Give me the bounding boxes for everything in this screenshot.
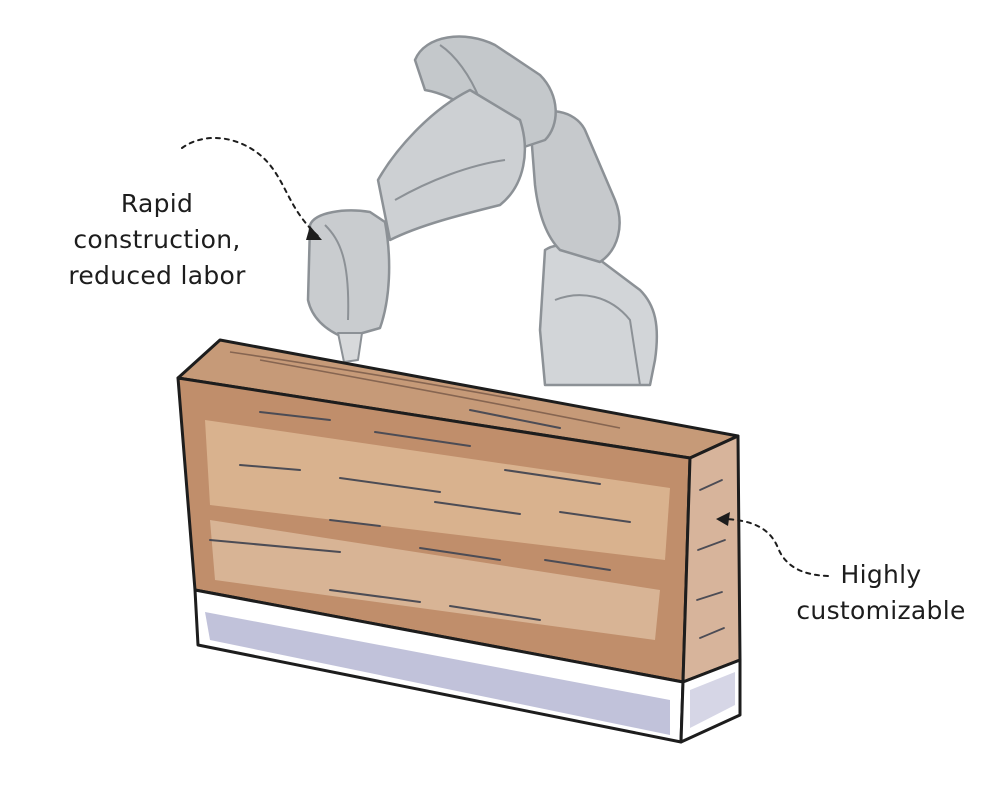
robot-arm-icon [306, 35, 659, 387]
callout-left-line-1: Rapid [120, 189, 194, 218]
wood-panel-icon [176, 338, 742, 744]
callout-left-line-3: reduced labor [68, 261, 246, 290]
callout-right-line-1: Highly [840, 560, 922, 589]
callout-arrow-left [181, 136, 322, 240]
callout-left-line-2: construction, [73, 225, 241, 254]
callout-arrow-right [716, 512, 829, 577]
callout-highly-customizable: Highly customizable [786, 557, 976, 629]
callout-right-line-2: customizable [796, 596, 966, 625]
callout-rapid-construction: Rapid construction, reduced labor [50, 186, 264, 294]
